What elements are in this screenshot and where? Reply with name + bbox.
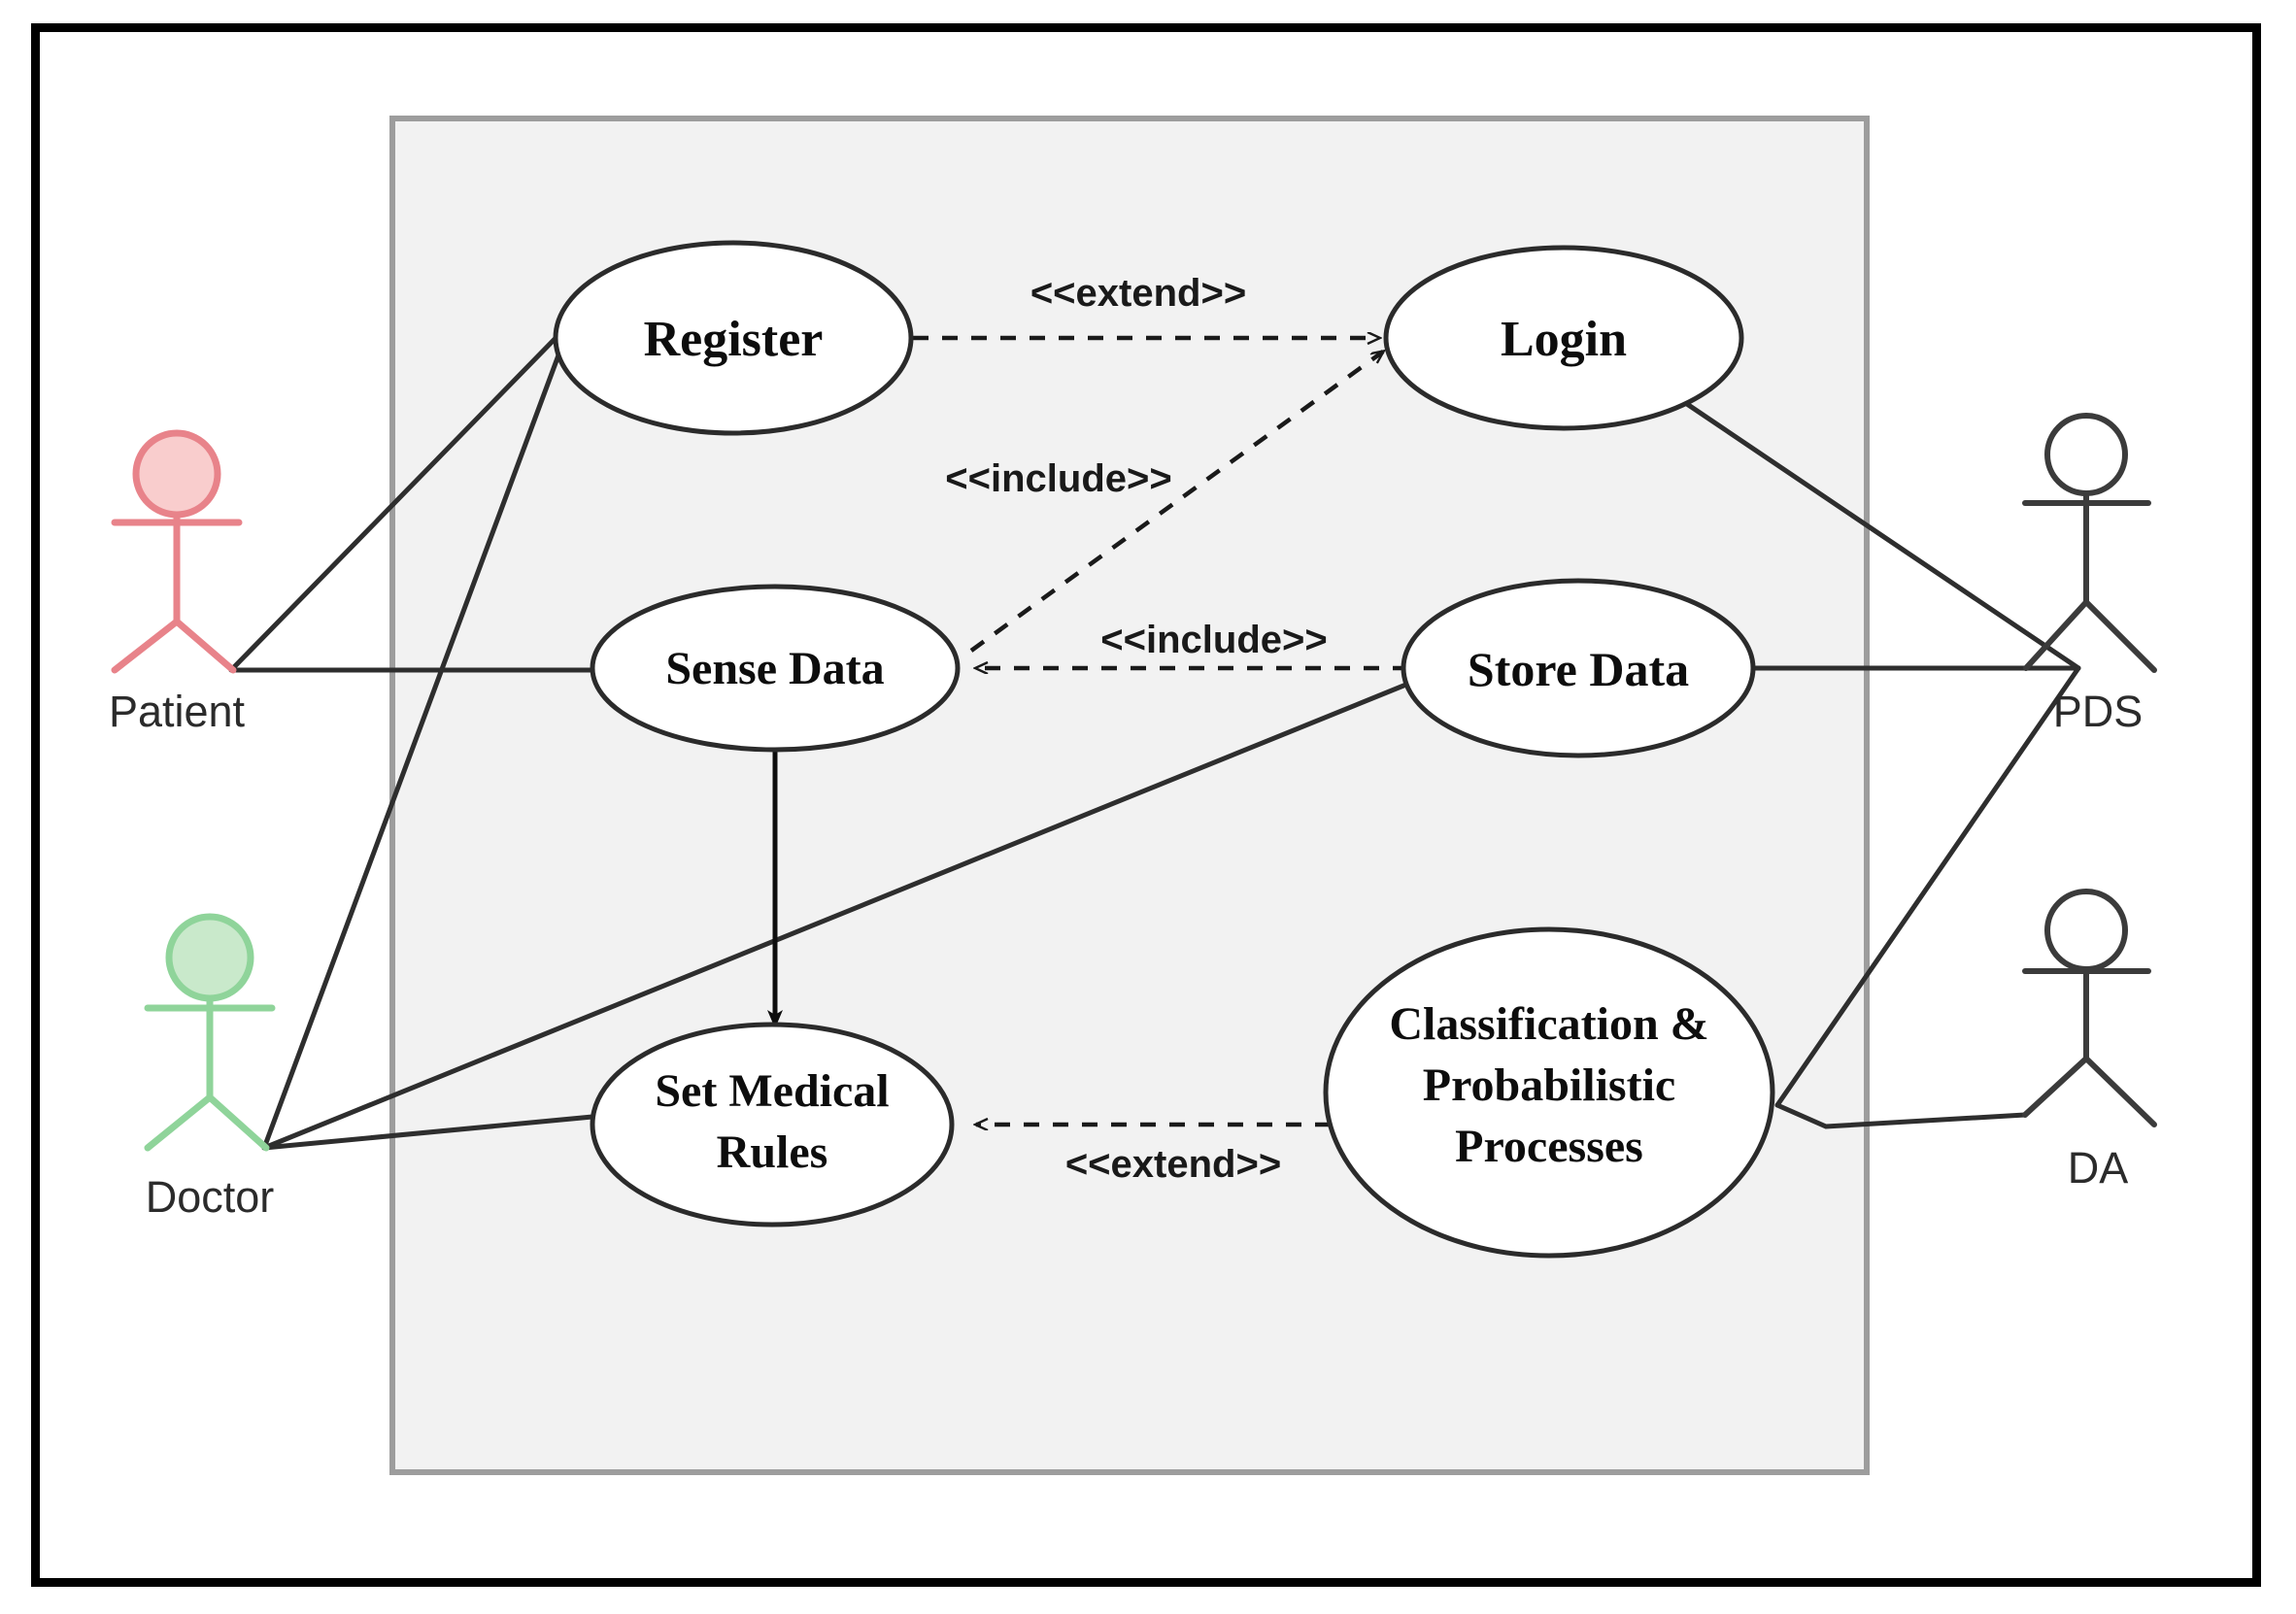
actor-doctor-label: Doctor [146, 1172, 275, 1222]
use-case-set-medical-rules-label-line1: Set Medical [655, 1065, 889, 1117]
rel-extend-top-label: <<extend>> [1030, 272, 1246, 315]
actor-patient[interactable]: Patient [109, 429, 246, 736]
use-case-register-label: Register [644, 312, 824, 367]
actor-doctor[interactable]: Doctor [144, 913, 276, 1222]
use-case-set-medical-rules[interactable]: Set Medical Rules [590, 1022, 955, 1227]
assoc-pds-classification [1774, 665, 2081, 1108]
use-case-login-label: Login [1501, 312, 1627, 367]
actor-da-label: DA [2068, 1143, 2129, 1193]
use-case-store-data[interactable]: Store Data [1401, 578, 1756, 758]
use-case-classification-label-line3: Processes [1455, 1121, 1643, 1172]
rel-include-diagonal-label: <<include>> [945, 457, 1171, 500]
rel-extend-bottom-label: <<extend>> [1065, 1143, 1281, 1186]
actor-da[interactable]: DA [2022, 889, 2157, 1193]
assoc-doctor-register [261, 308, 578, 1151]
actor-pds[interactable]: PDS [2022, 413, 2157, 736]
use-case-sense-data-label: Sense Data [665, 643, 884, 694]
use-case-sense-data[interactable]: Sense Data [590, 584, 961, 753]
assoc-patient-register [228, 327, 566, 673]
assoc-doctor-store-data [261, 677, 1421, 1151]
use-case-store-data-label: Store Data [1468, 642, 1689, 696]
use-case-classification[interactable]: Classification & Probabilistic Processes [1323, 926, 1775, 1259]
use-case-register[interactable]: Register [553, 240, 914, 436]
actor-patient-label: Patient [109, 687, 246, 736]
assoc-pds-login [1675, 395, 2081, 671]
use-case-classification-label-line1: Classification & [1389, 998, 1708, 1050]
assoc-doctor-set-rules [261, 1114, 595, 1151]
assoc-da-classification [1774, 1102, 2028, 1129]
use-case-set-medical-rules-label-line2: Rules [717, 1126, 828, 1178]
use-case-login[interactable]: Login [1383, 245, 1744, 431]
rel-include-mid-label: <<include>> [1100, 619, 1327, 661]
use-case-classification-label-line2: Probabilistic [1423, 1059, 1675, 1111]
actor-pds-label: PDS [2053, 687, 2144, 736]
